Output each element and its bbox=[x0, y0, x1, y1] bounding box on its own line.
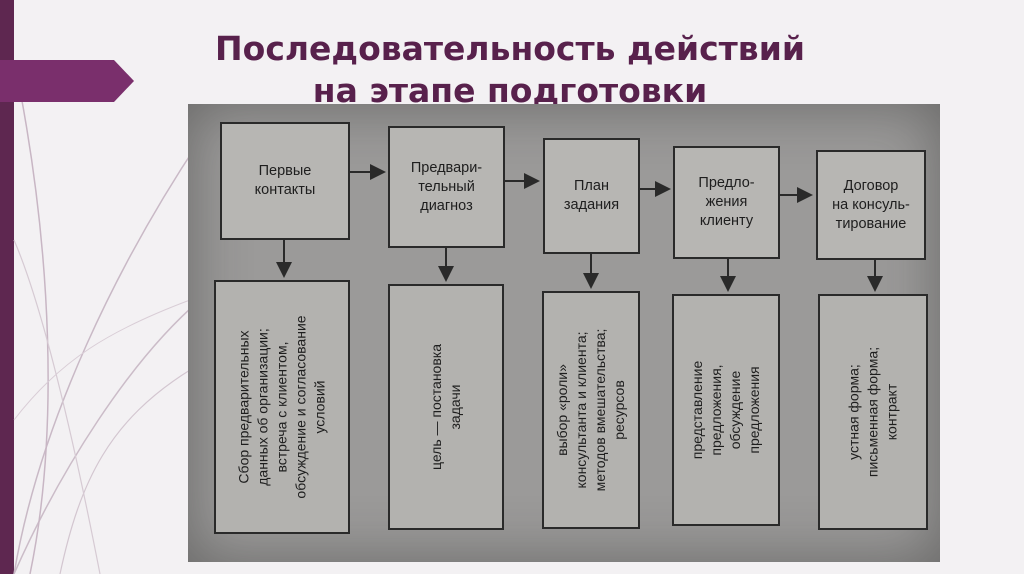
detail-box-4: представление предложения, обсуждение пр… bbox=[672, 294, 780, 526]
step-box-3: План задания bbox=[543, 138, 640, 254]
detail-text-1: Сбор предварительных данных об организац… bbox=[235, 315, 328, 499]
step-label-5: Договор на консуль- тирование bbox=[832, 177, 910, 232]
detail-text-3: выбор «роли» консультанта и клиента; мет… bbox=[554, 328, 627, 492]
title-line-2: на этапе подготовки bbox=[312, 71, 708, 110]
detail-box-3: выбор «роли» консультанта и клиента; мет… bbox=[542, 291, 640, 529]
step-box-4: Предло- жения клиенту bbox=[673, 146, 780, 259]
detail-text-5: устная форма; письменная форма; контракт bbox=[845, 346, 900, 478]
page-title: Последовательность действий на этапе под… bbox=[160, 28, 860, 112]
diagram-photo: Первые контакты Предвари- тельный диагно… bbox=[188, 104, 940, 562]
step-box-1: Первые контакты bbox=[220, 122, 350, 240]
detail-text-4: представление предложения, обсуждение пр… bbox=[689, 360, 762, 460]
diagram-arrows bbox=[276, 164, 883, 292]
step-label-4: Предло- жения клиенту bbox=[698, 175, 755, 229]
decorative-lines bbox=[13, 89, 200, 574]
step-box-2: Предвари- тельный диагноз bbox=[388, 126, 505, 248]
detail-box-1: Сбор предварительных данных об организац… bbox=[214, 280, 350, 534]
detail-box-5: устная форма; письменная форма; контракт bbox=[818, 294, 928, 530]
detail-text-2: цель — постановка задачи bbox=[428, 344, 463, 471]
title-arrow-tab bbox=[0, 60, 134, 102]
detail-box-2: цель — постановка задачи bbox=[388, 284, 504, 530]
step-label-2: Предвари- тельный диагноз bbox=[410, 159, 483, 214]
step-label-3: План задания bbox=[563, 178, 620, 213]
step-box-5: Договор на консуль- тирование bbox=[816, 150, 926, 260]
step-label-1: Первые контакты bbox=[254, 163, 316, 198]
left-accent-bar bbox=[0, 0, 14, 574]
title-line-1: Последовательность действий bbox=[215, 29, 805, 68]
